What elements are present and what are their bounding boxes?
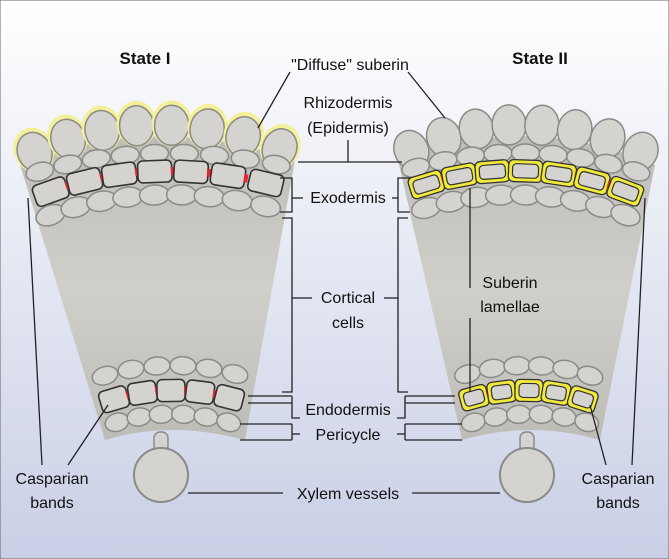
pericycle-label: Pericycle — [316, 427, 381, 444]
cell — [529, 405, 554, 424]
cell-body — [154, 105, 190, 146]
suberin-lamellae-label: Suberin — [482, 275, 537, 292]
cell-body — [506, 405, 531, 424]
cell-body — [101, 161, 138, 188]
exodermis-label: Exodermis — [310, 190, 386, 207]
diffuse-suberin-label: "Diffuse" suberin — [291, 57, 409, 74]
cell — [506, 405, 531, 424]
cell-body — [166, 184, 197, 205]
casparian-left-label: Casparian — [16, 471, 89, 488]
state-1-title: State I — [119, 49, 170, 68]
cell-body — [491, 384, 513, 400]
rhizodermis-label: Rhizodermis — [304, 95, 393, 112]
boxed-cell — [137, 160, 175, 183]
cell-body — [210, 162, 247, 189]
cortical-label: Cortical — [321, 290, 375, 307]
cell-body — [479, 164, 506, 180]
cell-body — [139, 184, 170, 205]
boxed-cell — [101, 161, 141, 188]
casparian-right-label: Casparian — [582, 471, 655, 488]
xylem-vessels-label: Xylem vessels — [297, 486, 399, 503]
cell-body — [173, 160, 208, 184]
cell-body — [545, 384, 567, 401]
cell — [171, 405, 196, 424]
cell-body — [519, 383, 539, 397]
cell-body — [171, 405, 196, 424]
cell-body — [545, 165, 573, 183]
cell-body — [512, 164, 538, 179]
cell-body — [185, 379, 215, 404]
cell — [170, 356, 197, 375]
cell-body — [137, 160, 172, 183]
cell — [504, 356, 531, 375]
cell-body — [170, 356, 197, 375]
boxed-cell — [508, 159, 546, 182]
boxed-cell — [210, 162, 250, 189]
cell-body — [504, 356, 531, 375]
xylem-vessel-icon — [500, 448, 554, 502]
boxed-cell — [173, 160, 211, 184]
cell-body — [127, 380, 158, 406]
cell — [139, 184, 170, 205]
state-2-title: State II — [512, 49, 568, 68]
suberin-lamellae-label-2: lamellae — [480, 299, 540, 316]
cell-body — [149, 405, 174, 424]
xylem-vessel-icon — [134, 448, 188, 502]
boxed-cell — [157, 379, 188, 401]
endodermis-label: Endodermis — [305, 402, 390, 419]
cell-body — [157, 379, 185, 401]
cortical-cells-label: cells — [332, 315, 364, 332]
cell-body — [529, 405, 554, 424]
cell — [149, 405, 174, 424]
cell — [166, 184, 197, 205]
epidermis-label: (Epidermis) — [307, 120, 389, 137]
casparian-right-label-2: bands — [596, 495, 640, 512]
casparian-left-label-2: bands — [30, 495, 74, 512]
boxed-cell — [475, 159, 514, 184]
